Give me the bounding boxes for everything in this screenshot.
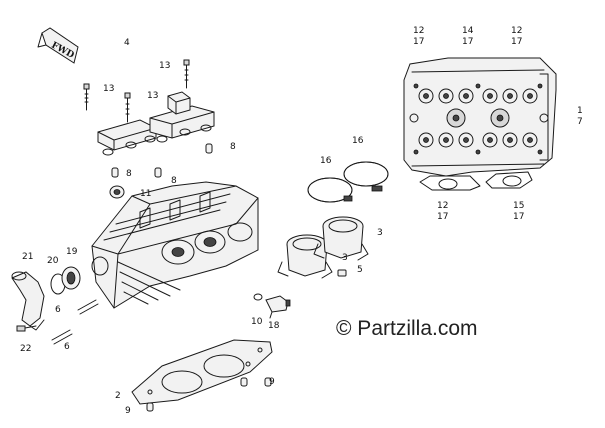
- callout-4: 4: [124, 38, 130, 48]
- dowel-pin: [205, 143, 213, 154]
- callout-6-lower: 6: [64, 342, 70, 352]
- cam-bracket: [167, 91, 191, 115]
- callout-19: 19: [66, 247, 78, 257]
- watermark-text: © Partzilla.com: [336, 317, 478, 340]
- fwd-arrow-icon: FWD: [37, 27, 79, 64]
- dowel-9-left: [146, 402, 154, 412]
- head-bolt-right: [183, 59, 190, 89]
- stud-bolt-6: [77, 299, 99, 315]
- dowel-pin-3: [111, 167, 119, 178]
- callout-17-a: 17: [413, 37, 424, 47]
- water-outlet-elbow: [11, 271, 45, 331]
- callout-7: 7: [577, 117, 583, 127]
- callout-16-top: 16: [352, 136, 364, 146]
- intake-manifold-left: [277, 234, 333, 279]
- head-bolt-left: [83, 83, 90, 111]
- callout-21: 21: [22, 252, 33, 262]
- cam-cap-rear: [149, 105, 215, 143]
- callout-1: 1: [577, 106, 583, 116]
- hose-clamp-left: [307, 177, 353, 203]
- callout-17-e: 17: [513, 212, 524, 222]
- thermostat-housing: [61, 266, 81, 290]
- cam-cap-front: [97, 119, 157, 156]
- hose-clamp-right: [343, 161, 389, 192]
- callout-6-upper: 6: [55, 305, 61, 315]
- intake-manifold-right: [313, 216, 369, 261]
- oil-seal: [109, 185, 125, 199]
- callout-12-b: 12: [511, 26, 522, 36]
- callout-12-c: 12: [437, 201, 448, 211]
- callout-8-right: 8: [230, 142, 236, 152]
- callout-13-mid: 13: [147, 91, 158, 101]
- sensor-washer: [253, 293, 263, 301]
- callout-5: 5: [357, 265, 363, 275]
- callout-14: 14: [462, 26, 474, 36]
- stud-bolt-6b: [51, 329, 73, 345]
- head-gasket: [131, 339, 273, 405]
- callout-18: 18: [268, 321, 280, 331]
- callout-10: 10: [251, 317, 263, 327]
- callout-15: 15: [513, 201, 524, 211]
- callout-17-c: 17: [511, 37, 522, 47]
- callout-8-mid: 8: [171, 176, 177, 186]
- cylinder-head-front: [91, 181, 259, 309]
- callout-17-d: 17: [437, 212, 448, 222]
- fitting-nut: [337, 269, 347, 277]
- temperature-sensor: [265, 295, 291, 319]
- callout-11: 11: [140, 189, 151, 199]
- callout-16-left: 16: [320, 156, 332, 166]
- callout-9-right: 9: [269, 377, 275, 387]
- callout-2: 2: [115, 391, 121, 401]
- callout-13-left: 13: [103, 84, 114, 94]
- valve-pattern-top: [409, 83, 549, 155]
- dowel-9-mid: [240, 377, 248, 387]
- callout-3-low: 3: [342, 253, 348, 263]
- head-bolt-middle: [124, 92, 131, 123]
- dowel-9-right: [264, 377, 272, 387]
- callout-22: 22: [20, 344, 31, 354]
- callout-8-left: 8: [126, 169, 132, 179]
- callout-20: 20: [47, 256, 59, 266]
- callout-13-top: 13: [159, 61, 170, 71]
- cylinder-head-top-view: [403, 57, 557, 191]
- dowel-pin-2: [154, 167, 162, 178]
- callout-3-right: 3: [377, 228, 383, 238]
- callout-9-left: 9: [125, 406, 131, 416]
- callout-12-a: 12: [413, 26, 424, 36]
- callout-17-b: 17: [462, 37, 473, 47]
- bolt-22: [16, 325, 37, 332]
